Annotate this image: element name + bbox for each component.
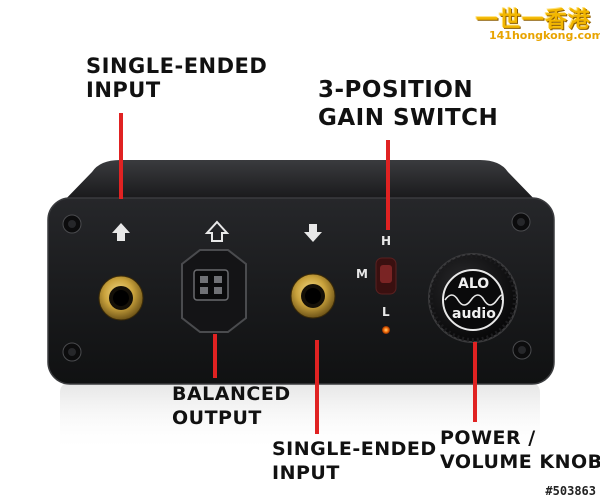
gain-high-label: H <box>381 234 392 248</box>
leader-line-gain-switch <box>386 140 390 230</box>
label-line: INPUT <box>86 78 161 102</box>
leader-line-single-ended-top <box>119 113 123 199</box>
label-line: 3-POSITION <box>318 77 474 103</box>
knob-brand-top: ALO <box>458 276 490 292</box>
leader-line-balanced <box>213 334 217 378</box>
watermark-id: #503863 <box>545 484 596 498</box>
gain-low-label: L <box>382 305 390 319</box>
label-line: GAIN SWITCH <box>318 105 499 131</box>
knob-brand-bottom: audio <box>452 306 496 322</box>
watermark-url: 141hongkong.com <box>489 29 600 42</box>
label-single-ended-input-bottom: SINGLE-ENDED INPUT <box>272 437 437 485</box>
label-line: INPUT <box>272 462 340 484</box>
label-line: VOLUME KNOB <box>440 451 600 473</box>
leader-line-power <box>473 342 477 422</box>
label-balanced-output: BALANCED OUTPUT <box>172 382 291 430</box>
screw-icon <box>62 212 532 362</box>
gain-mid-label: M <box>356 267 368 281</box>
label-line: OUTPUT <box>172 407 262 429</box>
label-gain-switch: 3-POSITION GAIN SWITCH <box>318 76 498 132</box>
label-power-volume-knob: POWER / VOLUME KNOB <box>440 426 600 474</box>
label-line: BALANCED <box>172 383 291 405</box>
label-single-ended-input-top: SINGLE-ENDED INPUT <box>86 54 267 102</box>
label-line: SINGLE-ENDED <box>86 54 268 78</box>
watermark-chinese: 一世一香港 <box>476 8 592 33</box>
label-line: SINGLE-ENDED <box>272 438 437 460</box>
leader-line-single-ended-bottom <box>315 340 319 434</box>
label-line: POWER / <box>440 427 536 449</box>
